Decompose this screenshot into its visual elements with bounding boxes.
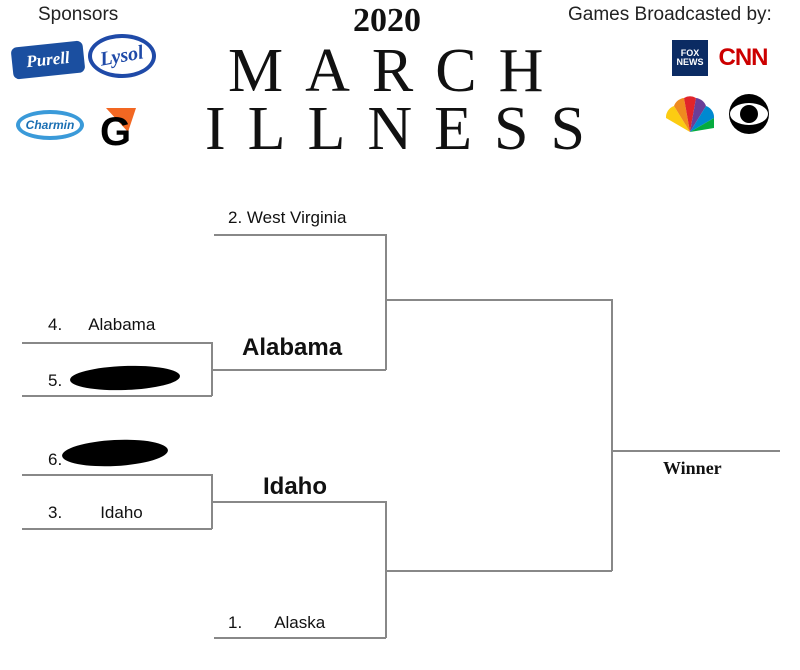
purell-logo: Purell: [10, 40, 86, 80]
team-slot-1: 2. West Virginia: [228, 208, 347, 227]
bracket-line: [214, 234, 386, 236]
fox-news-logo: FOX NEWS: [672, 40, 708, 76]
round2-winner-bottom: Idaho: [263, 473, 327, 500]
cbs-eye-logo: [726, 92, 772, 136]
bracket-line: [22, 528, 212, 530]
bracket-line: [386, 570, 612, 572]
bracket-line: [385, 234, 387, 370]
bracket-line: [22, 395, 212, 397]
team-slot-5: 3.Idaho: [48, 503, 143, 522]
bracket-line: [386, 299, 612, 301]
team-slot-6: 1.Alaska: [228, 613, 326, 632]
bracket-line: [385, 501, 387, 638]
bracket-line: [22, 474, 212, 476]
broadcast-label: Games Broadcasted by:: [568, 4, 772, 25]
team-slot-4: 6.: [48, 450, 63, 469]
title-line-2: ILLNESS: [205, 95, 607, 163]
bracket-line: [611, 299, 613, 571]
year-title: 2020: [353, 2, 421, 39]
gatorade-logo: G: [96, 104, 140, 154]
cnn-logo: CNN: [718, 44, 769, 71]
redaction-mark: [61, 437, 169, 469]
team-slot-3: 5.: [48, 371, 63, 390]
round2-winner-top: Alabama: [242, 334, 343, 361]
nbc-peacock-logo: [662, 92, 718, 136]
bracket-line: [22, 342, 212, 344]
redaction-mark: [69, 364, 181, 392]
lysol-logo: Lysol: [86, 30, 158, 82]
team-slot-2: 4.Alabama: [48, 315, 156, 334]
title-line-1: MARCH: [228, 37, 566, 105]
final-winner-label: Winner: [663, 458, 722, 478]
bracket-line: [212, 369, 386, 371]
bracket-line: [212, 501, 386, 503]
sponsors-label: Sponsors: [38, 4, 119, 25]
bracket-line: [214, 637, 386, 639]
charmin-logo: Charmin: [14, 106, 86, 144]
bracket-line: [612, 450, 780, 452]
